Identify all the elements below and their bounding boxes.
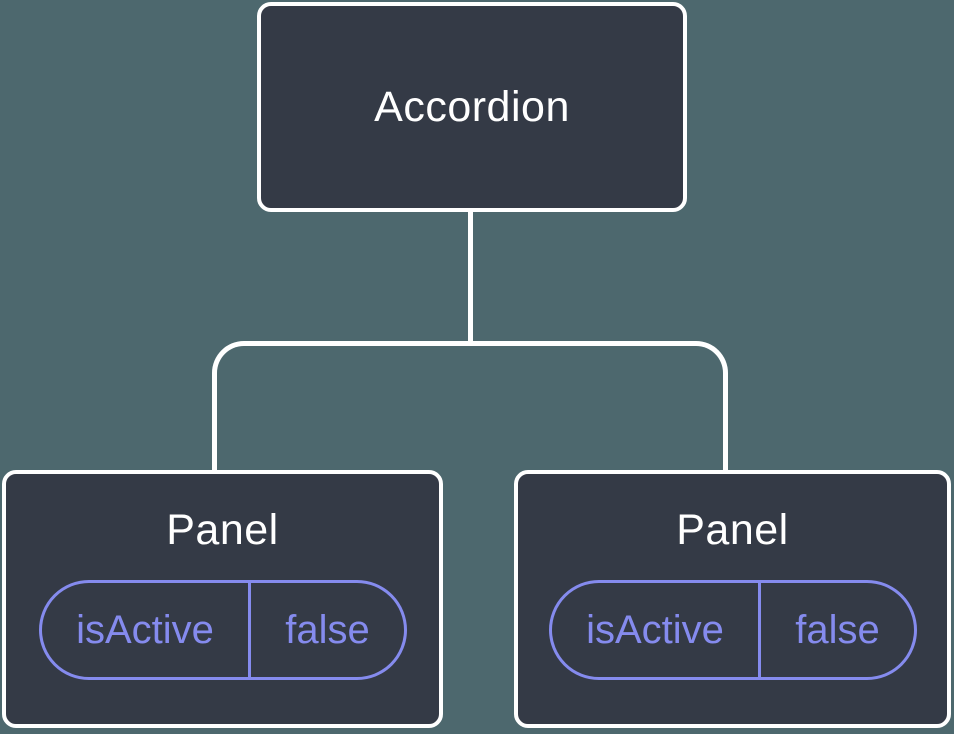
panel-right-label: Panel xyxy=(676,506,789,554)
component-node-panel-right: Panel isActive false xyxy=(514,470,951,728)
state-value-label: false xyxy=(795,607,880,652)
panel-left-label: Panel xyxy=(166,506,279,554)
panel-right-state-pill: isActive false xyxy=(548,580,917,680)
state-name-label: isActive xyxy=(42,583,252,677)
connector-bracket xyxy=(212,341,728,471)
component-node-accordion: Accordion xyxy=(257,2,687,212)
component-node-panel-left: Panel isActive false xyxy=(2,470,443,728)
accordion-node-label: Accordion xyxy=(374,82,570,131)
state-value-label: false xyxy=(285,607,370,652)
connector-stem-line xyxy=(468,211,473,344)
state-name-label: isActive xyxy=(552,583,762,677)
panel-left-state-pill: isActive false xyxy=(38,580,407,680)
